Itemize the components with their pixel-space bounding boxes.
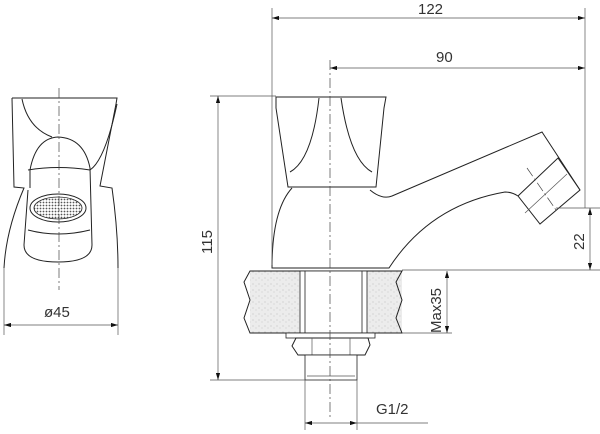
faucet-body: [271, 131, 581, 269]
side-view: 122 90 115 22 Max35 G1/2: [199, 1, 600, 430]
length-label: 122: [418, 1, 443, 18]
diameter-label: ø45: [44, 304, 70, 321]
outlet-height-label: 22: [571, 233, 588, 250]
front-handle-left: [3, 97, 25, 269]
front-handle-right: [12, 97, 119, 269]
countertop-max-label: Max35: [428, 288, 445, 333]
reach-label: 90: [436, 49, 453, 66]
aerator-mesh: [33, 196, 83, 220]
washer: [285, 332, 376, 339]
height-label: 115: [199, 230, 216, 254]
handle: [275, 96, 387, 188]
thread-label: G1/2: [376, 401, 409, 418]
front-view: ø45: [3, 88, 119, 335]
nut: [291, 337, 371, 356]
